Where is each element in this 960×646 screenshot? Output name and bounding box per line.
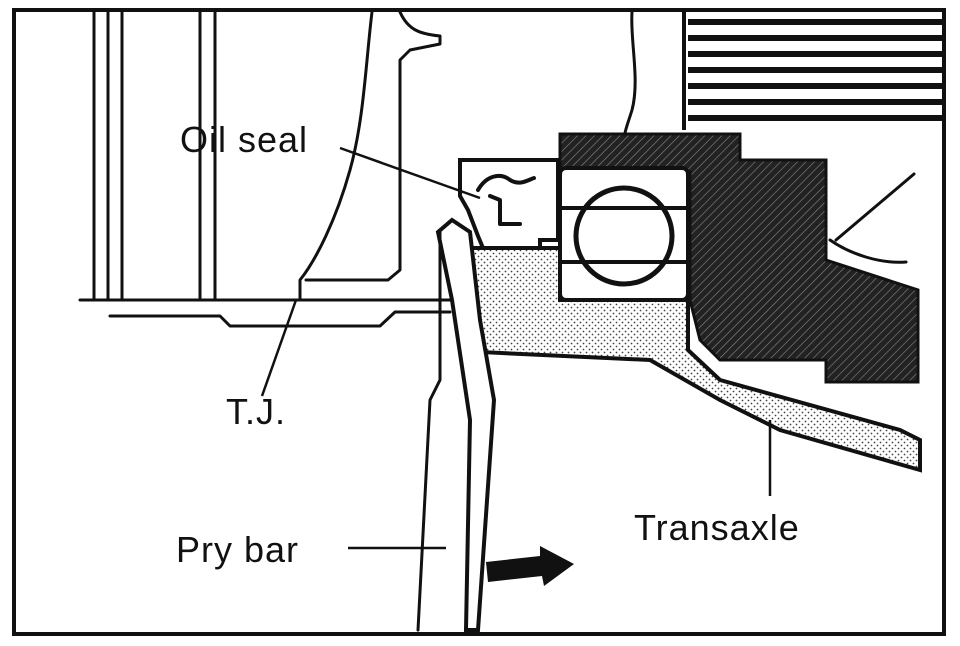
transaxle-housing	[468, 246, 922, 473]
oil-seal-label: Oil seal	[180, 119, 308, 160]
oil-seal-lip	[476, 173, 536, 226]
oil-seal-leader	[339, 146, 481, 200]
tj-neck	[304, 10, 442, 282]
tj-outer-contour	[298, 10, 374, 302]
pry-bar-label: Pry bar	[176, 529, 299, 570]
tj-label: T.J.	[226, 391, 286, 432]
tj-leader	[260, 299, 298, 397]
pry-bar	[435, 217, 497, 632]
bearing-ball	[573, 185, 675, 287]
pry-bar-shaft	[416, 230, 442, 632]
case-bevel	[834, 172, 916, 242]
transaxle-label: Transaxle	[634, 507, 800, 548]
right-arrow-icon	[486, 546, 574, 586]
shaft-splines	[688, 19, 944, 121]
tj-housing	[78, 10, 462, 328]
